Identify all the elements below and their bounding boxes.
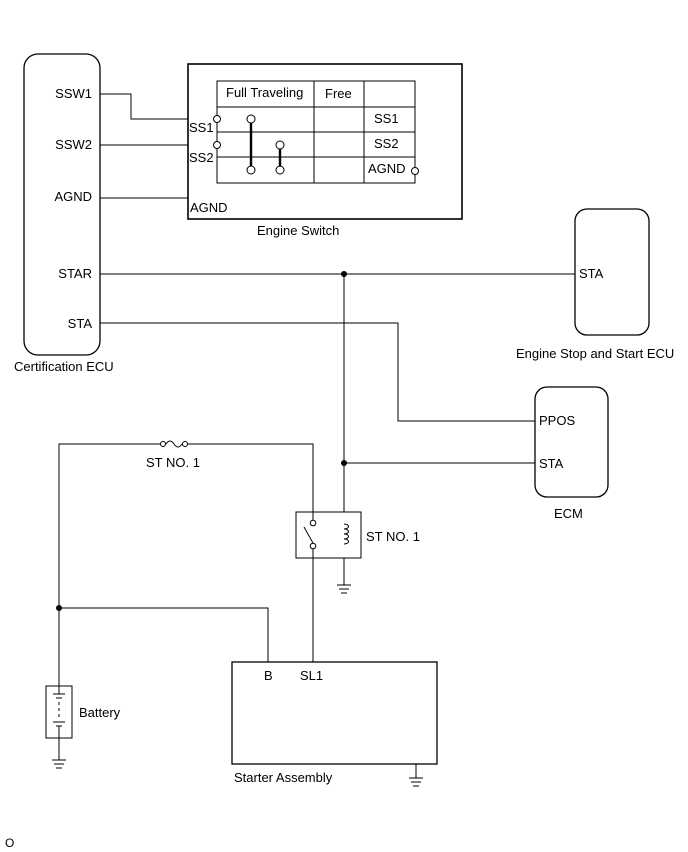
- pin-ssw2: SSW2: [55, 137, 92, 152]
- engine-stop-start-ecu-body: [574, 208, 650, 336]
- ground-icon: [337, 584, 351, 594]
- input-agnd: AGND: [190, 200, 228, 215]
- fuse-terminal: [160, 441, 166, 447]
- fuse-label: ST NO. 1: [146, 455, 200, 470]
- relay-coil-icon: [343, 523, 349, 545]
- relay-switch-blade: [303, 526, 314, 544]
- starter-body: [231, 661, 438, 765]
- relay-contact: [309, 542, 317, 550]
- contact-terminal: [246, 165, 256, 175]
- relay-contact: [309, 519, 317, 527]
- starter-label: Starter Assembly: [234, 770, 333, 785]
- wire-fuse-in: [58, 443, 163, 686]
- wire-ssw1: [100, 93, 217, 120]
- battery-label: Battery: [79, 705, 121, 720]
- engine-switch-label: Engine Switch: [257, 223, 339, 238]
- ecm: PPOS STA ECM: [534, 386, 609, 521]
- certification-ecu: SSW1 SSW2 AGND STAR STA Certification EC…: [14, 53, 114, 374]
- row-ss1: SS1: [374, 111, 399, 126]
- contact-terminal: [275, 165, 285, 175]
- certification-ecu-label: Certification ECU: [14, 359, 114, 374]
- pin-agnd: AGND: [54, 189, 92, 204]
- header-full-traveling: Full Traveling: [226, 85, 303, 100]
- fuse-icon: [165, 440, 183, 448]
- row-agnd: AGND: [368, 161, 406, 176]
- pin-sta: STA: [68, 316, 93, 331]
- pin-sl1: SL1: [300, 668, 323, 683]
- junction-dot: [341, 460, 347, 466]
- ground-icon: [52, 759, 66, 769]
- engine-stop-start-ecu: STA Engine Stop and Start ECU: [516, 208, 674, 361]
- engine-stop-start-ecu-label: Engine Stop and Start ECU: [516, 346, 674, 361]
- terminal-ss2: [213, 141, 221, 149]
- pin-sta: STA: [539, 456, 564, 471]
- ecm-label: ECM: [554, 506, 583, 521]
- relay-label: ST NO. 1: [366, 529, 420, 544]
- pin-sta: STA: [579, 266, 604, 281]
- fuse-terminal: [182, 441, 188, 447]
- battery: Battery: [45, 685, 121, 739]
- pin-b: B: [264, 668, 273, 683]
- wire-sta-ppos: [100, 322, 535, 422]
- fuse-st-no1: ST NO. 1: [146, 440, 200, 470]
- header-free: Free: [325, 86, 352, 101]
- terminal-ss1: [213, 115, 221, 123]
- ground-icon: [409, 777, 423, 787]
- junction-dot: [341, 271, 347, 277]
- ecm-body: [534, 386, 609, 498]
- pin-ppos: PPOS: [539, 413, 575, 428]
- certification-ecu-body: [23, 53, 101, 356]
- input-ss2: SS2: [189, 150, 214, 165]
- starter-assembly: B SL1 Starter Assembly: [231, 661, 438, 785]
- wire-fuse-out: [185, 443, 314, 520]
- pin-ssw1: SSW1: [55, 86, 92, 101]
- pin-star: STAR: [58, 266, 92, 281]
- contact-terminal: [275, 140, 285, 150]
- contact-terminal: [246, 114, 256, 124]
- terminal-agnd: [411, 167, 419, 175]
- relay-body: [295, 511, 362, 559]
- input-ss1: SS1: [189, 120, 214, 135]
- corner-mark: O: [5, 836, 14, 850]
- row-ss2: SS2: [374, 136, 399, 151]
- relay-st-no1: ST NO. 1: [295, 511, 420, 559]
- junction-dot: [56, 605, 62, 611]
- engine-switch: Full Traveling Free SS1 SS2 AGND SS1 SS2…: [187, 63, 463, 238]
- wire-b: [59, 607, 269, 662]
